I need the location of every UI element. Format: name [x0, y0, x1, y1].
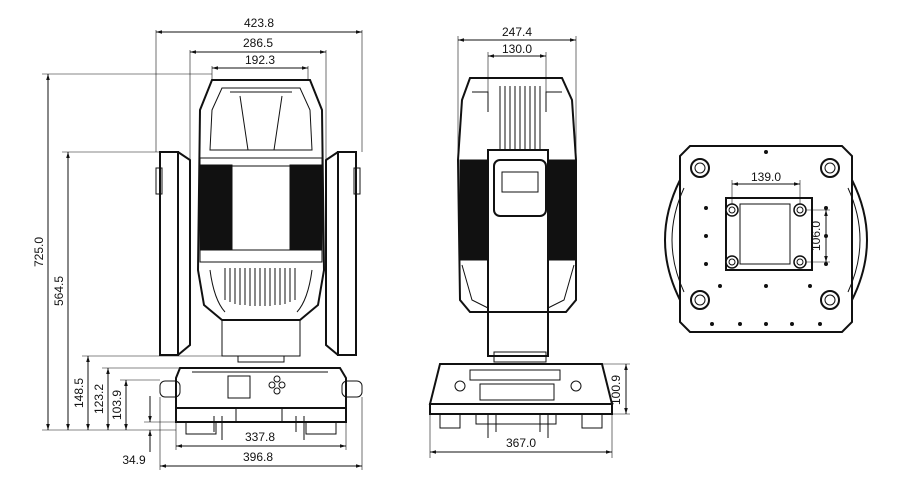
dim-side-base-height: 100.9: [609, 375, 623, 405]
front-dimensions: 423.8 286.5 192.3 725.0 564.5 148.5 123.…: [32, 16, 363, 470]
dim-side-width-top: 130.0: [502, 42, 532, 56]
dim-front-height-handle: 123.2: [92, 384, 106, 414]
plate-screws: [704, 150, 828, 326]
dim-front-height-lower: 103.9: [110, 390, 124, 420]
dim-front-width-overall: 423.8: [244, 16, 274, 30]
dim-front-foot-height: 34.9: [122, 453, 146, 467]
dim-front-height-base: 148.5: [72, 378, 86, 408]
side-dimensions: 247.4 130.0 100.9 367.0: [429, 25, 630, 458]
side-view: [428, 77, 614, 438]
dim-side-width-overall: 247.4: [502, 25, 532, 39]
corner-feet: [690, 158, 840, 310]
mount-bolts: [725, 203, 807, 269]
side-fins: [499, 86, 541, 150]
dim-front-base-inner-width: 337.8: [245, 430, 275, 444]
dim-side-base-width: 367.0: [506, 436, 536, 450]
dim-front-width-top: 192.3: [245, 53, 275, 67]
dim-front-height-arm: 564.5: [52, 276, 66, 306]
dim-bottom-mount-width: 139.0: [751, 170, 781, 184]
dim-front-base-outer-width: 396.8: [243, 450, 273, 464]
front-view: [155, 79, 363, 440]
cooling-fins: [209, 268, 313, 313]
bottom-dimensions: 139.0 106.0: [731, 170, 830, 263]
bottom-view: [664, 145, 868, 333]
dim-front-height-total: 725.0: [32, 237, 46, 267]
dim-front-width-head: 286.5: [243, 36, 273, 50]
dim-bottom-mount-height: 106.0: [809, 221, 823, 251]
